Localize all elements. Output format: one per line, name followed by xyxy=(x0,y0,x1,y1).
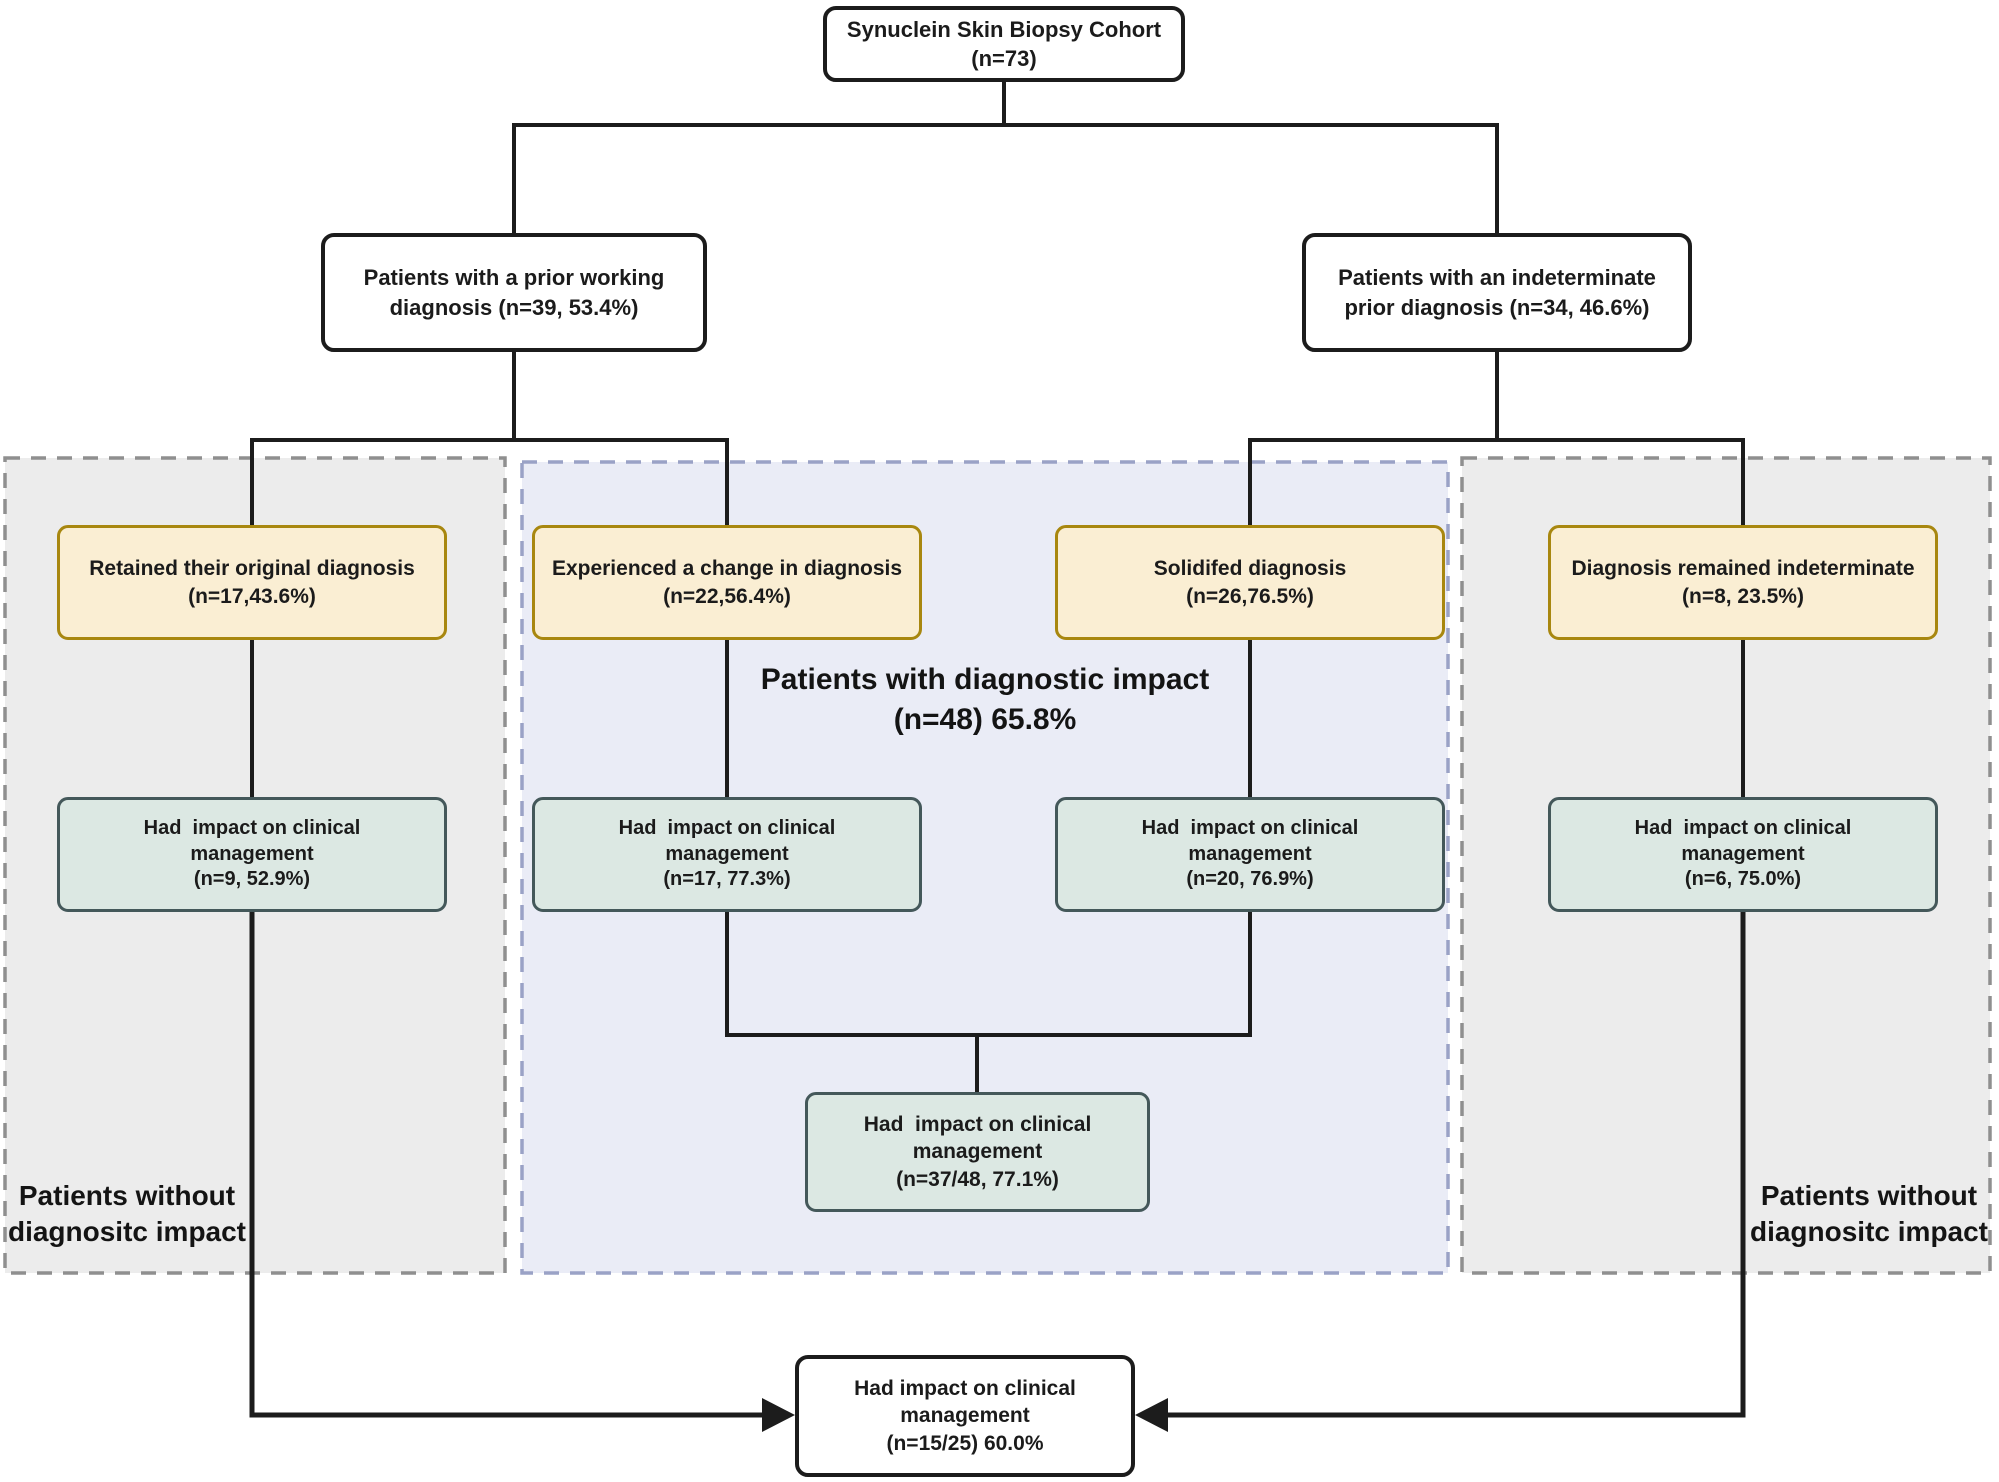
connector-right-to-final xyxy=(1165,912,1746,1418)
node-indeterminate-prior-line2: prior diagnosis (n=34, 46.6%) xyxy=(1344,294,1650,320)
node-impact-indeterminate-line2: management xyxy=(1681,842,1805,865)
label-no-impact-left: Patients without diagnositc impact xyxy=(2,1178,252,1251)
node-impact-combined: Had impact on clinical management (n=37/… xyxy=(805,1092,1150,1212)
node-impact-solidified-line2: management xyxy=(1188,842,1312,865)
connector-left-split xyxy=(250,352,729,525)
connector-root-split xyxy=(512,82,1499,233)
connector-impact-merge xyxy=(725,912,1252,1092)
node-indeterminate-prior-line1: Patients with an indeterminate xyxy=(1338,265,1656,291)
diagnostic-impact-title-line1: Patients with diagnostic impact xyxy=(760,663,1210,696)
node-solidified-line1: Solidifed diagnosis xyxy=(1153,557,1347,581)
node-remained-indeterminate: Diagnosis remained indeterminate (n=8, 2… xyxy=(1548,525,1938,640)
connector-right-split xyxy=(1248,352,1745,525)
node-remained-indeterminate-line1: Diagnosis remained indeterminate xyxy=(1571,557,1915,581)
node-impact-changed-line1: Had impact on clinical xyxy=(618,817,836,840)
diagnostic-impact-title: Patients with diagnostic impact (n=48) 6… xyxy=(522,660,1448,739)
node-impact-retained-line2: management xyxy=(190,842,314,865)
node-solidified-diagnosis: Solidifed diagnosis (n=26,76.5%) xyxy=(1055,525,1445,640)
node-remained-indeterminate-line2: (n=8, 23.5%) xyxy=(1682,584,1804,608)
node-impact-changed-line2: management xyxy=(665,842,789,865)
node-changed-line1: Experienced a change in diagnosis xyxy=(551,557,903,581)
node-impact-retained-line1: Had impact on clinical xyxy=(143,817,361,840)
node-cohort: Synuclein Skin Biopsy Cohort (n=73) xyxy=(823,6,1185,82)
node-cohort-line1: Synuclein Skin Biopsy Cohort xyxy=(846,16,1162,42)
node-solidified-line2: (n=26,76.5%) xyxy=(1186,584,1314,608)
node-impact-solidified-line1: Had impact on clinical xyxy=(1141,817,1359,840)
label-no-impact-left-line2: diagnositc impact xyxy=(7,1216,247,1248)
node-impact-combined-line3: (n=37/48, 77.1%) xyxy=(896,1167,1059,1191)
node-impact-combined-line2: management xyxy=(912,1140,1043,1164)
node-impact-retained: Had impact on clinical management (n=9, … xyxy=(57,797,447,912)
node-retained-diagnosis: Retained their original diagnosis (n=17,… xyxy=(57,525,447,640)
connector-outcome-to-impact xyxy=(250,640,1745,797)
node-changed-line2: (n=22,56.4%) xyxy=(663,584,791,608)
node-prior-working-line1: Patients with a prior working xyxy=(363,265,665,291)
node-impact-indeterminate-line1: Had impact on clinical xyxy=(1634,817,1852,840)
node-impact-solidified: Had impact on clinical management (n=20,… xyxy=(1055,797,1445,912)
node-changed-diagnosis: Experienced a change in diagnosis (n=22,… xyxy=(532,525,922,640)
node-impact-without-line1: Had impact on clinical xyxy=(854,1377,1076,1401)
label-no-impact-right-line1: Patients without xyxy=(1760,1180,1978,1211)
node-impact-without-line2: management xyxy=(900,1404,1030,1428)
node-impact-combined-line1: Had impact on clinical xyxy=(863,1113,1092,1137)
node-impact-changed: Had impact on clinical management (n=17,… xyxy=(532,797,922,912)
node-indeterminate-prior-diagnosis: Patients with an indeterminate prior dia… xyxy=(1302,233,1692,352)
node-cohort-line2: (n=73) xyxy=(971,46,1037,71)
node-prior-working-line2: diagnosis (n=39, 53.4%) xyxy=(389,294,639,320)
label-no-impact-left-line1: Patients without xyxy=(18,1180,236,1211)
node-prior-working-diagnosis: Patients with a prior working diagnosis … xyxy=(321,233,707,352)
arrowhead-left-final xyxy=(762,1398,795,1432)
node-impact-indeterminate: Had impact on clinical management (n=6, … xyxy=(1548,797,1938,912)
node-retained-line2: (n=17,43.6%) xyxy=(188,584,316,608)
connector-left-to-final xyxy=(249,912,765,1418)
node-impact-changed-line3: (n=17, 77.3%) xyxy=(663,868,791,891)
arrowhead-right-final xyxy=(1135,1398,1168,1432)
node-impact-without-diagnostic: Had impact on clinical management (n=15/… xyxy=(795,1355,1135,1477)
diagnostic-impact-title-line2: (n=48) 65.8% xyxy=(893,702,1077,736)
label-no-impact-right-line2: diagnositc impact xyxy=(1749,1216,1989,1248)
node-retained-line1: Retained their original diagnosis xyxy=(89,557,415,581)
label-no-impact-right: Patients without diagnositc impact xyxy=(1748,1178,1990,1251)
node-impact-indeterminate-line3: (n=6, 75.0%) xyxy=(1684,868,1802,891)
node-impact-solidified-line3: (n=20, 76.9%) xyxy=(1186,868,1314,891)
node-impact-without-line3: (n=15/25) 60.0% xyxy=(886,1431,1044,1455)
node-impact-retained-line3: (n=9, 52.9%) xyxy=(193,868,311,891)
